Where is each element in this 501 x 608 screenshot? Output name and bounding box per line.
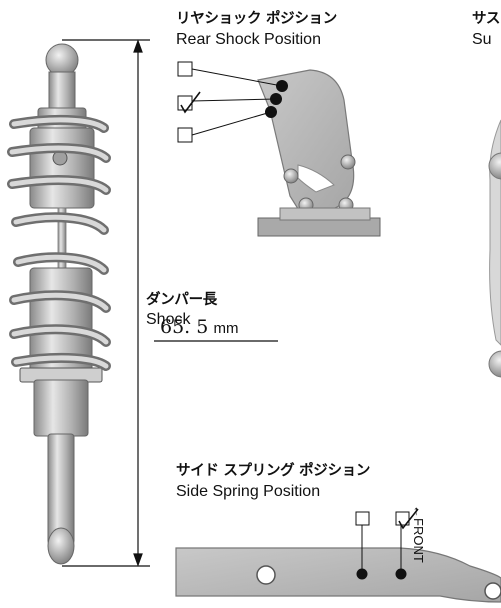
suspension-title-en: Su <box>472 31 492 48</box>
shock-length-number: 65. 5 <box>160 316 209 338</box>
rear-shock-mount <box>257 69 381 237</box>
arm-hole-left <box>256 565 276 585</box>
upper-cap <box>29 127 95 209</box>
top-rod <box>48 71 76 111</box>
rear-shock-title-jp: リヤショック ポジション <box>176 11 337 27</box>
checkbox-bottom <box>177 127 193 143</box>
length-dimension-line <box>62 39 150 567</box>
arm-hole-right <box>484 582 501 600</box>
suspension-mount-partial <box>488 119 501 378</box>
bottom-rod-end <box>47 527 75 565</box>
lower-collar <box>33 379 89 437</box>
checkbox-spring-1 <box>355 511 370 526</box>
shock-length-value: 65. 5 mm <box>160 316 239 338</box>
side-spring-title-jp: サイド スプリング ポジション <box>176 463 371 479</box>
shock-length-label-en: Shock <box>146 311 191 328</box>
rear-shock-title-en: Rear Shock Position <box>176 31 321 48</box>
suspension-title-jp: サス <box>472 11 501 27</box>
rear-position-selectors <box>177 61 283 143</box>
shock-length-label-jp: ダンパー長 <box>146 292 217 308</box>
side-spring-selectors <box>355 508 419 574</box>
checkbox-top <box>177 61 193 77</box>
side-spring-arm <box>175 547 501 603</box>
checkbox-middle-checked <box>177 95 193 111</box>
side-spring-title-en: Side Spring Position <box>176 483 321 500</box>
shock-length-unit: mm <box>213 320 239 337</box>
coil-spring <box>7 114 111 371</box>
front-marker: ←FRONT <box>411 505 426 563</box>
top-ball-end <box>45 43 79 77</box>
